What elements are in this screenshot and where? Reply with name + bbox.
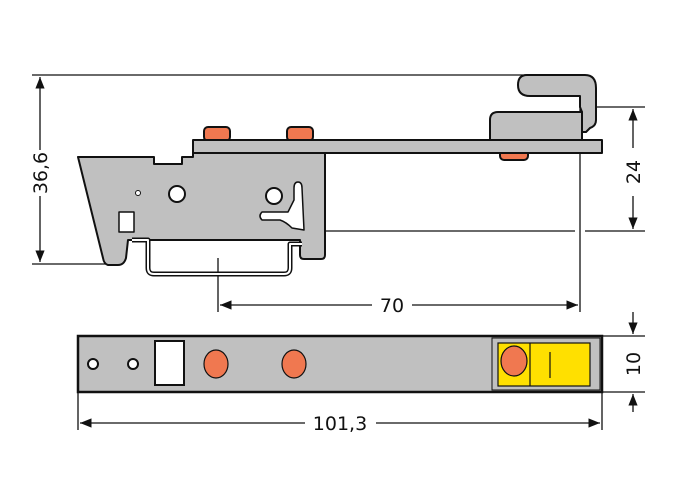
side-view — [77, 74, 603, 277]
small-hole — [135, 190, 141, 196]
marker-tab — [203, 126, 231, 142]
dimension-rail-span: 70 — [380, 295, 404, 317]
dimension-height-total: 36,6 — [30, 152, 52, 194]
marker-dot — [500, 345, 528, 377]
hole — [127, 358, 139, 370]
mounting-hole — [168, 185, 186, 203]
dimension-height-rail: 24 — [623, 160, 645, 184]
latch — [118, 211, 135, 233]
dimension-lines — [35, 77, 638, 428]
din-rail — [132, 237, 302, 277]
hole — [87, 358, 99, 370]
top-view — [76, 334, 604, 394]
dimension-width: 10 — [623, 352, 645, 376]
main-body — [77, 152, 326, 266]
latch-window — [154, 340, 185, 386]
carrier-bar — [192, 139, 603, 154]
right-block — [489, 111, 583, 141]
marker-dot — [281, 349, 307, 379]
spring-slot — [259, 181, 305, 231]
mounting-hole — [265, 187, 283, 205]
marker-dot — [203, 349, 229, 379]
dimension-length: 101,3 — [313, 413, 367, 435]
marker-tab — [286, 126, 314, 142]
